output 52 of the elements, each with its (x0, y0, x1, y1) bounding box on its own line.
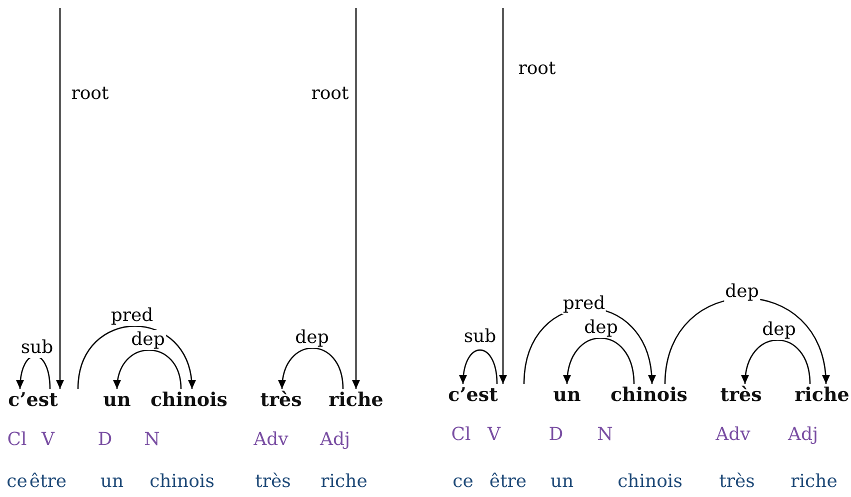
lemma: un (550, 471, 574, 493)
lemma: chinois (150, 471, 214, 493)
pos-tag: N (597, 424, 613, 446)
word-token: un (95, 389, 139, 411)
dependency-arc (278, 347, 344, 390)
word-token: très (252, 389, 310, 411)
lemma: très (719, 471, 755, 493)
edge-label: dep (761, 320, 797, 340)
word-token: très (712, 384, 770, 406)
edge-label: pred (110, 306, 154, 326)
lemma: très (255, 471, 291, 493)
pos-tag: V (488, 424, 500, 446)
pos-tag: V (42, 429, 54, 451)
dependency-arc (16, 356, 51, 390)
edge-label: sub (20, 338, 54, 358)
root-arrow (56, 8, 64, 389)
lemma: chinois (618, 471, 682, 493)
pos-tag: Adv (716, 424, 750, 446)
edge-label: dep (130, 330, 166, 350)
lemma: ce (452, 471, 474, 493)
pos-tag: Cl (451, 424, 471, 446)
pos-tag: Cl (7, 429, 27, 451)
dependency-arc (742, 340, 811, 384)
lemma: être (29, 471, 67, 493)
word-token: riche (320, 389, 392, 411)
lemma: ce (6, 471, 28, 493)
pos-tag: D (548, 424, 564, 446)
lemma: un (100, 471, 124, 493)
edge-label: dep (294, 328, 330, 348)
dependency-arc (564, 338, 635, 384)
edge-label: dep (583, 318, 619, 338)
edge-label: dep (724, 282, 760, 302)
dependency-arc (114, 350, 182, 390)
dependency-arc (460, 349, 498, 384)
pos-tag: Adj (788, 424, 818, 446)
word-token: chinois (602, 384, 696, 406)
pos-tag: D (98, 429, 112, 451)
lemma: riche (320, 471, 368, 493)
word-token: riche (786, 384, 851, 406)
lemma: être (489, 471, 527, 493)
pos-tag: Adj (320, 429, 350, 451)
lemma: riche (790, 471, 838, 493)
dependency-arc (77, 326, 195, 390)
word-token: un (545, 384, 589, 406)
root-arrow (352, 8, 360, 389)
edge-label: pred (562, 294, 606, 314)
word-token: c’est (440, 384, 506, 406)
root-arrow (499, 8, 507, 384)
pos-tag: N (144, 429, 160, 451)
word-token: c’est (0, 389, 66, 411)
word-token: chinois (142, 389, 236, 411)
pos-tag: Adv (254, 429, 288, 451)
